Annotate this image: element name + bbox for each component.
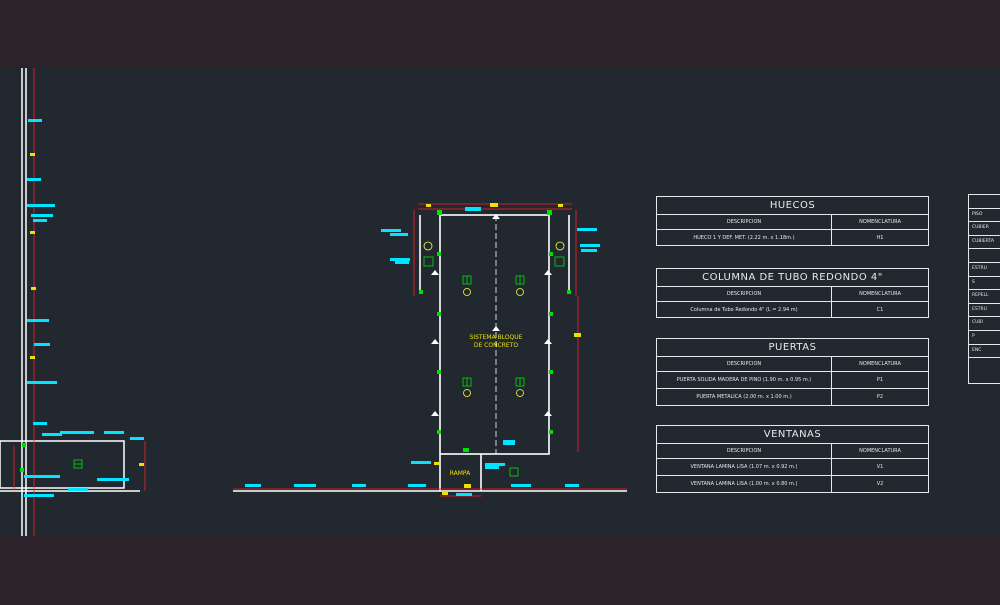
table-row: HUECO 1 Y DEF. MET. (2.22 m. x 1.18m.) H…: [657, 230, 928, 246]
main-plan: [233, 214, 627, 492]
ventanas-title: VENTANAS: [657, 426, 928, 444]
table-header-row: DESCRIPCION NOMENCLATURA: [657, 444, 928, 459]
cell-desc: Columna de Tubo Redondo 4" (L = 2.94 m): [657, 302, 832, 318]
table-header-row: DESCRIPCION NOMENCLATURA: [657, 215, 928, 230]
huecos-table: HUECOS DESCRIPCION NOMENCLATURA HUECO 1 …: [656, 196, 929, 246]
side-row: P: [969, 331, 1000, 345]
side-row: ENC: [969, 345, 1000, 359]
side-row: PISO: [969, 209, 1000, 223]
col-descripcion: DESCRIPCION: [657, 444, 832, 458]
side-row: REPELL: [969, 290, 1000, 304]
cell-code: P1: [876, 377, 884, 383]
col-nomenclatura: NOMENCLATURA: [859, 291, 901, 297]
cell-code: V1: [876, 464, 884, 470]
side-row: ESTRU: [969, 263, 1000, 277]
cell-code: C1: [876, 307, 884, 313]
col-descripcion: DESCRIPCION: [657, 215, 832, 229]
col-nomenclatura: NOMENCLATURA: [859, 448, 901, 454]
cell-desc: PUERTA SOLIDA MADERA DE PINO (1.90 m. x …: [657, 372, 832, 388]
side-row: CUBI: [969, 317, 1000, 331]
side-row: CUBIERTA: [969, 236, 1000, 250]
table-row: PUERTA METALICA (2.00 m. x 1.00 m.) P2: [657, 389, 928, 405]
plan-system-label: SISTEMA BLOQUE DE CONCRETO: [456, 334, 536, 350]
left-partial-plan: [0, 68, 140, 536]
ramp-label: RAMPA: [449, 470, 471, 477]
huecos-title: HUECOS: [657, 197, 928, 215]
table-row: VENTANA LAMINA LISA (1.07 m. x 0.92 m.) …: [657, 459, 928, 476]
col-descripcion: DESCRIPCION: [657, 357, 832, 371]
side-row: [969, 195, 1000, 209]
table-row: Columna de Tubo Redondo 4" (L = 2.94 m) …: [657, 302, 928, 318]
col-nomenclatura: NOMENCLATURA: [859, 219, 901, 225]
col-nomenclatura: NOMENCLATURA: [859, 361, 901, 367]
side-row: CUBIER: [969, 222, 1000, 236]
plan-system-label-line1: SISTEMA BLOQUE: [469, 334, 523, 341]
side-row: S: [969, 277, 1000, 291]
puertas-title: PUERTAS: [657, 339, 928, 357]
columna-title: COLUMNA DE TUBO REDONDO 4": [657, 269, 928, 287]
col-descripcion: DESCRIPCION: [657, 287, 832, 301]
table-header-row: DESCRIPCION NOMENCLATURA: [657, 287, 928, 302]
table-row: PUERTA SOLIDA MADERA DE PINO (1.90 m. x …: [657, 372, 928, 389]
side-row: [969, 249, 1000, 263]
cell-code: P2: [876, 394, 884, 400]
puertas-table: PUERTAS DESCRIPCION NOMENCLATURA PUERTA …: [656, 338, 929, 406]
cell-code: H1: [876, 235, 884, 241]
cell-desc: HUECO 1 Y DEF. MET. (2.22 m. x 1.18m.): [657, 230, 832, 246]
side-row: ESTRU: [969, 304, 1000, 318]
side-table-partial: PISO CUBIER CUBIERTA ESTRU S REPELL ESTR…: [968, 194, 1000, 384]
table-row: VENTANA LAMINA LISA (1.00 m. x 0.80 m.) …: [657, 476, 928, 492]
plan-system-label-line2: DE CONCRETO: [473, 342, 519, 349]
table-header-row: DESCRIPCION NOMENCLATURA: [657, 357, 928, 372]
columna-table: COLUMNA DE TUBO REDONDO 4" DESCRIPCION N…: [656, 268, 929, 318]
floor-plan-drawing: [0, 68, 627, 536]
cell-desc: VENTANA LAMINA LISA (1.00 m. x 0.80 m.): [657, 476, 832, 492]
ventanas-table: VENTANAS DESCRIPCION NOMENCLATURA VENTAN…: [656, 425, 929, 493]
cell-desc: PUERTA METALICA (2.00 m. x 1.00 m.): [657, 389, 832, 405]
cell-code: V2: [876, 481, 884, 487]
cad-model-viewport[interactable]: SISTEMA BLOQUE DE CONCRETO RAMPA HUECOS …: [0, 68, 1000, 536]
cell-desc: VENTANA LAMINA LISA (1.07 m. x 0.92 m.): [657, 459, 832, 475]
